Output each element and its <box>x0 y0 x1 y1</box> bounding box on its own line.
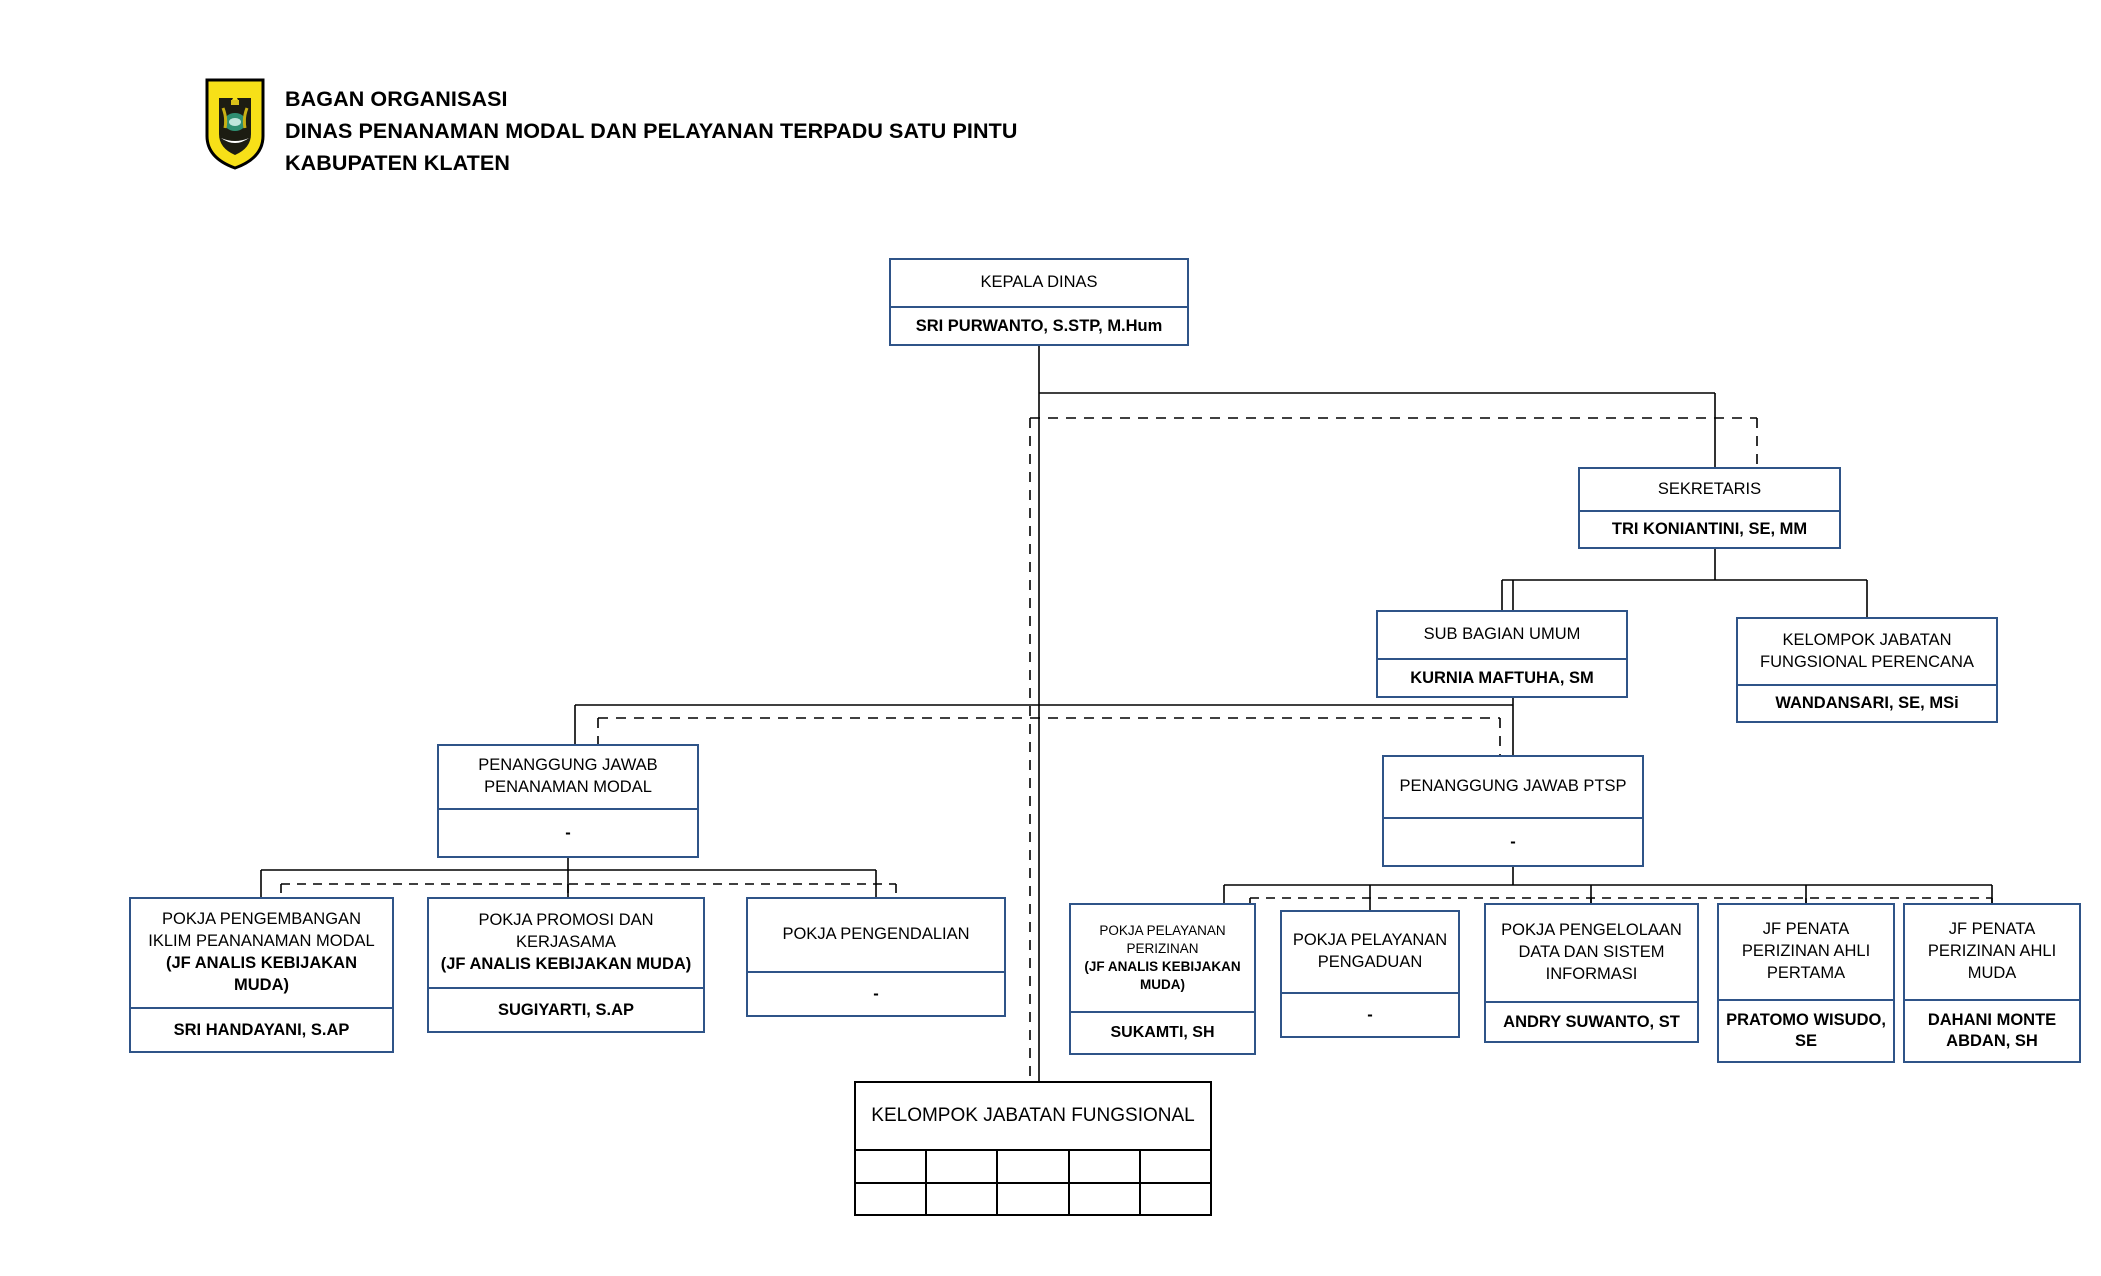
node-title-line-1: POKJA PELAYANAN <box>1099 923 1226 939</box>
kjf-title-line-2: JABATAN FUNGSIONAL <box>983 1105 1195 1127</box>
node-title: POKJA PENGELOLAAN DATA DAN SISTEM INFORM… <box>1486 905 1697 1001</box>
node-person-name-line-2: WISUDO, SE <box>1794 1011 1886 1050</box>
header-line-2: DINAS PENANAMAN MODAL DAN PELAYANAN TERP… <box>285 118 1018 143</box>
node-person-name: - <box>439 808 697 856</box>
node-person-name: SUGIYARTI, S.AP <box>429 987 703 1031</box>
node-title-line-1: JF PENATA <box>1948 920 2036 939</box>
node-pokja-pengelolaan-data-dan-sistem-informasi[interactable]: POKJA PENGELOLAAN DATA DAN SISTEM INFORM… <box>1484 903 1699 1043</box>
node-title: POKJA PENGENDALIAN <box>782 925 970 944</box>
node-title-line-3: (JF ANALIS KEBIJAKAN <box>166 954 357 972</box>
table-cell[interactable] <box>856 1151 925 1182</box>
node-title: PENANGGUNG JAWAB PTSP <box>1399 777 1627 796</box>
header-title-block: BAGAN ORGANISASI DINAS PENANAMAN MODAL D… <box>285 78 1017 179</box>
node-title-line-1: JF PENATA <box>1762 920 1850 939</box>
node-title-line-1: POKJA PROMOSI DAN <box>478 911 654 930</box>
node-title-line-2: IKLIM PEANANAMAN MODAL <box>148 932 375 951</box>
node-person-name: TRI KONIANTINI, SE, MM <box>1580 510 1839 547</box>
node-person-name: - <box>1282 992 1458 1036</box>
node-title-line-2: DATA DAN SISTEM <box>1518 943 1665 962</box>
node-title: KEPALA DINAS <box>980 273 1098 292</box>
node-title-line-1: KELOMPOK JABATAN <box>1782 630 1952 649</box>
klaten-regency-coat-of-arms-icon <box>205 78 265 170</box>
header-line-3: KABUPATEN KLATEN <box>285 150 510 175</box>
node-pokja-pelayanan-pengaduan[interactable]: POKJA PELAYANAN PENGADUAN - <box>1280 910 1460 1038</box>
table-cell[interactable] <box>856 1184 925 1215</box>
table-cell[interactable] <box>1138 1183 1210 1214</box>
node-title: POKJA PROMOSI DAN KERJASAMA (JF ANALIS K… <box>429 899 703 987</box>
node-title-line-1: POKJA PENGELOLAAN <box>1501 921 1682 940</box>
header-line-1: BAGAN ORGANISASI <box>285 87 508 111</box>
node-jf-penata-perizinan-ahli-pertama[interactable]: JF PENATA PERIZINAN AHLI PERTAMA PRATOMO… <box>1717 903 1895 1063</box>
node-title: POKJA PELAYANAN PERIZINAN (JF ANALIS KEB… <box>1071 905 1254 1011</box>
node-pokja-pelayanan-perizinan[interactable]: POKJA PELAYANAN PERIZINAN (JF ANALIS KEB… <box>1069 903 1256 1055</box>
node-person-name: KURNIA MAFTUHA, SM <box>1378 658 1626 696</box>
node-penanggung-jawab-ptsp[interactable]: PENANGGUNG JAWAB PTSP - <box>1382 755 1644 867</box>
node-title: KELOMPOK JABATAN FUNGSIONAL PERENCANA <box>1738 619 1996 684</box>
table-cell[interactable] <box>1067 1183 1139 1214</box>
node-title-line-3: PERTAMA <box>1766 963 1846 982</box>
node-pokja-pengendalian[interactable]: POKJA PENGENDALIAN - <box>746 897 1006 1017</box>
node-penanggung-jawab-penanaman-modal[interactable]: PENANGGUNG JAWAB PENANAMAN MODAL - <box>437 744 699 858</box>
node-title-line-2: KERJASAMA <box>516 933 616 952</box>
node-jf-penata-perizinan-ahli-muda[interactable]: JF PENATA PERIZINAN AHLI MUDA DAHANI MON… <box>1903 903 2081 1063</box>
kjf-title: KELOMPOK JABATAN FUNGSIONAL <box>856 1083 1210 1149</box>
node-title-line-2: PENANAMAN MODAL <box>484 778 652 796</box>
table-cell[interactable] <box>996 1151 1067 1182</box>
table-row <box>856 1151 1210 1182</box>
node-title: SEKRETARIS <box>1657 479 1762 498</box>
node-title: SUB BAGIAN UMUM <box>1423 625 1581 644</box>
node-person-name-line-2: ABDAN, SH <box>1946 1032 2038 1050</box>
node-title-line-3: MUDA <box>1967 963 2017 982</box>
node-title: POKJA PELAYANAN PENGADUAN <box>1282 912 1458 992</box>
node-title-line-2: PENGADUAN <box>1317 953 1423 971</box>
node-kepala-dinas[interactable]: KEPALA DINAS SRI PURWANTO, S.STP, M.Hum <box>889 258 1189 346</box>
node-title-line-3: INFORMASI <box>1545 964 1638 983</box>
node-person-name: - <box>748 971 1004 1015</box>
node-person-name-line-1: PRATOMO <box>1726 1011 1809 1030</box>
node-person-name: ANDRY SUWANTO, ST <box>1486 1001 1697 1041</box>
node-title-line-2: FUNGSIONAL PERENCANA <box>1760 652 1974 671</box>
table-cell[interactable] <box>1067 1151 1139 1182</box>
node-kelompok-jabatan-fungsional-table[interactable]: KELOMPOK JABATAN FUNGSIONAL <box>854 1081 1212 1216</box>
node-title-line-3: (JF ANALIS KEBIJAKAN MUDA) <box>440 954 692 973</box>
node-person-name: WANDANSARI, SE, MSi <box>1738 684 1996 721</box>
node-title: JF PENATA PERIZINAN AHLI MUDA <box>1905 905 2079 999</box>
node-person-name: PRATOMO WISUDO, SE <box>1719 999 1893 1061</box>
node-person-name: - <box>1384 817 1642 865</box>
node-pokja-pengembangan-iklim-penanaman-modal[interactable]: POKJA PENGEMBANGAN IKLIM PEANANAMAN MODA… <box>129 897 394 1053</box>
table-cell[interactable] <box>925 1183 996 1214</box>
node-sub-bagian-umum[interactable]: SUB BAGIAN UMUM KURNIA MAFTUHA, SM <box>1376 610 1628 698</box>
table-cell[interactable] <box>996 1183 1067 1214</box>
node-title-line-2: PERIZINAN <box>1126 941 1199 957</box>
node-title-line-4: MUDA) <box>1139 976 1185 992</box>
node-pokja-promosi-dan-kerjasama[interactable]: POKJA PROMOSI DAN KERJASAMA (JF ANALIS K… <box>427 897 705 1033</box>
kjf-title-line-1: KELOMPOK <box>871 1105 978 1127</box>
chart-header: BAGAN ORGANISASI DINAS PENANAMAN MODAL D… <box>205 78 1017 179</box>
node-person-name: SRI PURWANTO, S.STP, M.Hum <box>891 306 1187 344</box>
table-row <box>856 1181 1210 1215</box>
node-title-line-1: PENANGGUNG JAWAB <box>478 756 658 775</box>
table-cell[interactable] <box>1138 1151 1210 1182</box>
kjf-grid <box>856 1149 1210 1214</box>
node-title-line-1: POKJA PENGEMBANGAN <box>162 910 361 929</box>
node-title: POKJA PENGEMBANGAN IKLIM PEANANAMAN MODA… <box>131 899 392 1007</box>
node-sekretaris[interactable]: SEKRETARIS TRI KONIANTINI, SE, MM <box>1578 467 1841 549</box>
node-title-line-4: MUDA) <box>234 975 289 994</box>
table-cell[interactable] <box>925 1151 996 1182</box>
node-title-line-2: PERIZINAN AHLI <box>1741 942 1871 961</box>
node-person-name: DAHANI MONTE ABDAN, SH <box>1905 999 2079 1061</box>
node-title-line-1: POKJA PELAYANAN <box>1292 931 1448 950</box>
node-title: JF PENATA PERIZINAN AHLI PERTAMA <box>1719 905 1893 999</box>
node-person-name: SRI HANDAYANI, S.AP <box>131 1007 392 1051</box>
node-title: PENANGGUNG JAWAB PENANAMAN MODAL <box>439 746 697 808</box>
node-title-line-3: (JF ANALIS KEBIJAKAN <box>1084 959 1241 974</box>
node-person-name: SUKAMTI, SH <box>1071 1011 1254 1053</box>
node-kelompok-jabatan-fungsional-perencana[interactable]: KELOMPOK JABATAN FUNGSIONAL PERENCANA WA… <box>1736 617 1998 723</box>
node-title-line-2: PERIZINAN AHLI <box>1927 942 2057 961</box>
node-person-name-line-1: DAHANI MONTE <box>1927 1011 2057 1030</box>
